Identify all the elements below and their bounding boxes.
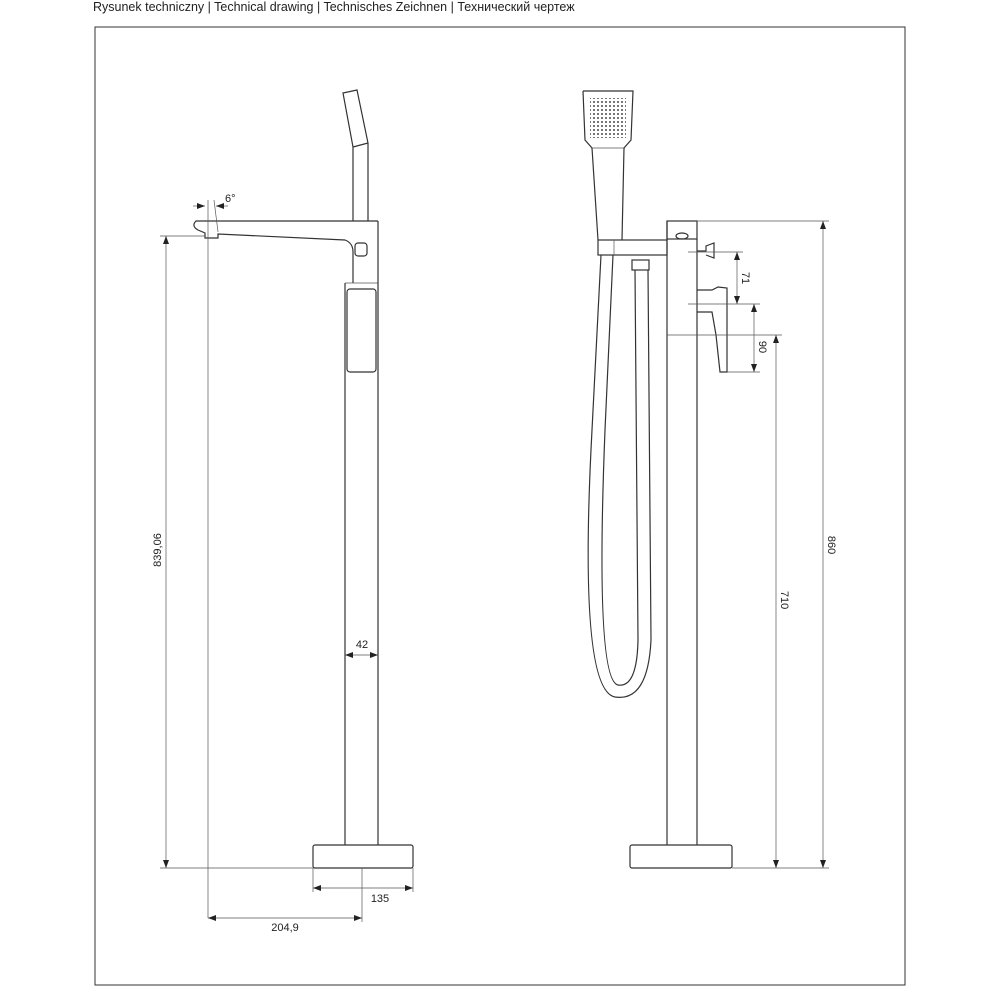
- spout: [193, 220, 378, 283]
- diverter-offset-label: 71: [739, 272, 751, 284]
- angle-label: 6°: [225, 193, 236, 205]
- side-view-dimensions: 6° 839,06 42 135 204,9: [152, 193, 414, 934]
- drawing-frame: [94, 26, 906, 986]
- column-front: [666, 221, 698, 845]
- base-width-label: 135: [371, 893, 389, 905]
- base-front: [629, 844, 733, 869]
- lever-front: [697, 286, 728, 373]
- column-width-label: 42: [356, 639, 368, 651]
- shower-head: [582, 90, 634, 241]
- shower-holder: [597, 239, 668, 256]
- column-top-cap: [666, 220, 698, 240]
- column-side: [344, 221, 379, 845]
- base-side: [312, 844, 414, 869]
- front-view-dimensions: 860 710 71 90: [688, 220, 837, 869]
- shower-head-nozzles: [590, 98, 626, 138]
- page-title: Rysunek techniczny | Technical drawing |…: [93, 0, 575, 14]
- lever-height-label: 90: [756, 341, 768, 353]
- spout-reach-label: 204,9: [271, 922, 299, 934]
- handle-height-label: 710: [778, 591, 790, 609]
- lever-side: [346, 288, 377, 373]
- front-view-faucet: [582, 90, 733, 869]
- spout-height-label: 839,06: [152, 533, 164, 567]
- hand-shower-side: [342, 89, 369, 221]
- diverter-button: [354, 242, 368, 257]
- shower-hose: [587, 254, 652, 698]
- hose-nut: [631, 259, 650, 271]
- diverter-knob: [697, 242, 715, 259]
- side-view-faucet: [193, 89, 414, 869]
- total-height-label: 860: [825, 536, 837, 554]
